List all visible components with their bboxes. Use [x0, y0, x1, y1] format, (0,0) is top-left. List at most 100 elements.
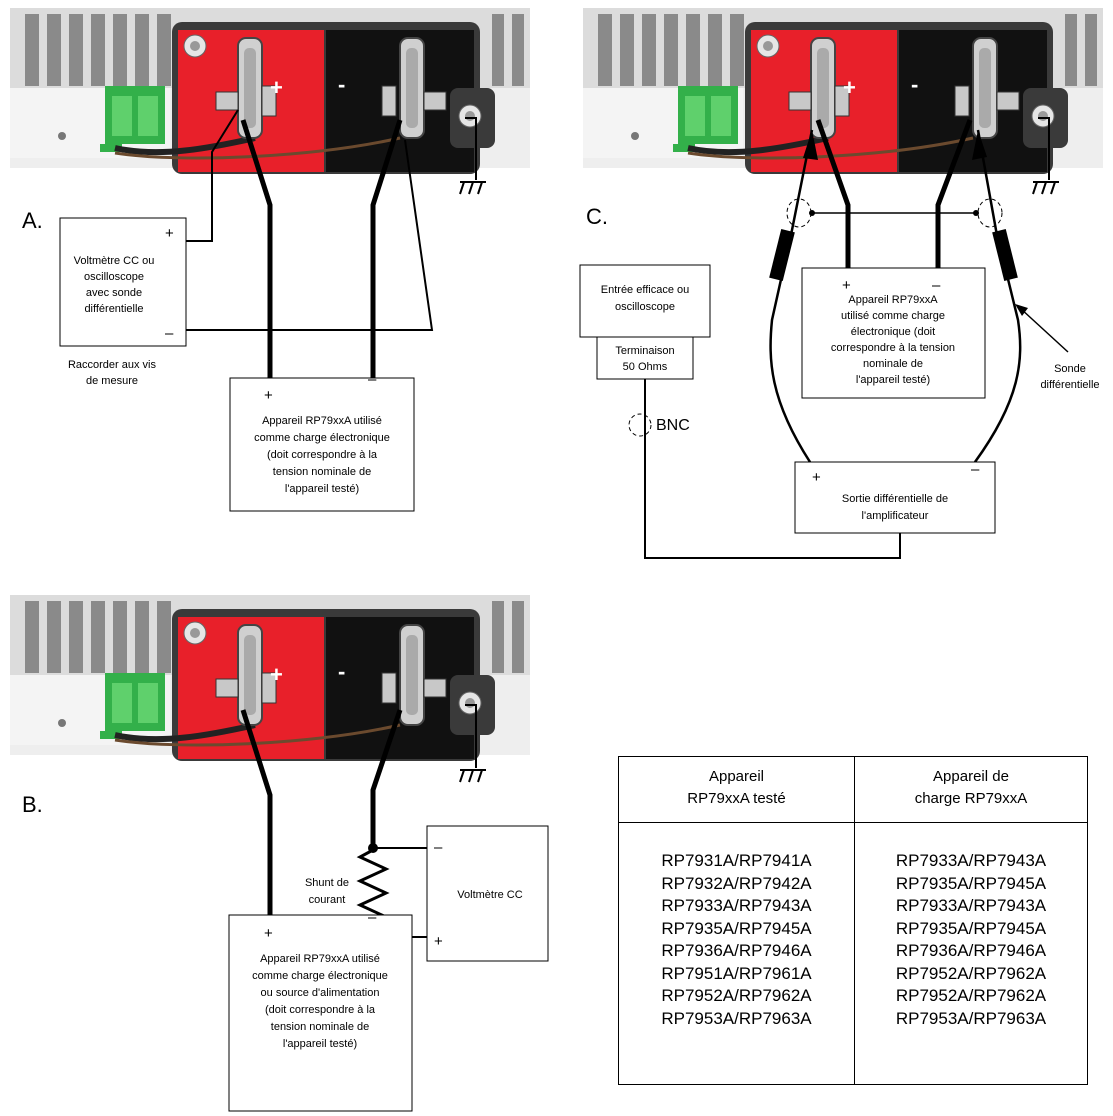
load-minus: –: [368, 909, 377, 926]
load-label-6: l'appareil testé): [856, 374, 930, 386]
minus-terminal-symbol: -: [338, 72, 345, 97]
panel-letter-c: C.: [586, 204, 608, 229]
load-label-2: utilisé comme charge: [841, 310, 945, 322]
probe-body-icon: [992, 229, 1018, 281]
load-wire-minus: [370, 709, 403, 850]
panel-b: + - B. Shunt de courant – + Voltmètre CC…: [10, 595, 549, 1112]
header-line: Appareil de: [933, 768, 1009, 785]
load-wire-minus: [935, 119, 973, 268]
load-label-5: l'appareil testé): [285, 483, 359, 495]
table-cell: RP7935A/RP7945A: [895, 918, 1047, 938]
ground-icon: [459, 769, 487, 783]
table-cell: RP7931A/RP7941A: [661, 851, 812, 870]
table-body-load: RP7933A/RP7943A RP7935A/RP7945A RP7933A/…: [855, 823, 1087, 1030]
amplifier-minus: –: [971, 461, 980, 478]
table-cell: RP7953A/RP7963A: [895, 1008, 1047, 1028]
load-wire-minus: [370, 119, 403, 378]
termination-label-2: 50 Ohms: [623, 361, 668, 373]
load-label-1: Appareil RP79xxA utilisé: [260, 953, 380, 965]
table-column-load: Appareil de charge RP79xxA RP7933A/RP794…: [855, 757, 1087, 1084]
probe-clip-icon: [786, 198, 812, 228]
ground-icon: [459, 181, 487, 195]
panel-letter-b: B.: [22, 792, 43, 817]
plus-terminal-symbol: +: [270, 662, 283, 687]
voltmeter-label: Voltmètre CC: [457, 889, 522, 901]
table-cell: RP7951A/RP7961A: [661, 963, 812, 983]
sense-wire-plus: [186, 109, 239, 242]
panel-c: + - C. Entrée efficace ou oscilloscope T…: [579, 8, 1103, 559]
table-cell: RP7952A/RP7962A: [895, 986, 1047, 1005]
panel-a: + - A. + – Voltmètre CC ou oscilloscope …: [10, 8, 530, 512]
bnc-label: BNC: [656, 417, 690, 434]
load-box: [228, 914, 413, 1112]
termination-label-1: Terminaison: [615, 345, 674, 357]
load-minus: –: [368, 371, 377, 388]
table-cell: RP7935A/RP7945A: [895, 873, 1047, 893]
voltmeter-box: [59, 217, 187, 347]
load-minus: –: [932, 277, 941, 294]
load-plus: +: [264, 387, 273, 404]
load-label-5: tension nominale de: [271, 1021, 369, 1033]
amplifier-label-2: l'amplificateur: [862, 510, 929, 522]
header-line: RP79xxA testé: [687, 790, 786, 807]
probe-label-1: Sonde: [1054, 363, 1086, 375]
table-header-tested: Appareil RP79xxA testé: [619, 757, 854, 823]
load-label-1: Appareil RP79xxA: [848, 294, 938, 306]
load-label-6: l'appareil testé): [283, 1038, 357, 1050]
load-wire-plus: [240, 709, 273, 915]
table-cell: RP7932A/RP7942A: [661, 873, 812, 893]
amplifier-label-1: Sortie différentielle de: [842, 493, 948, 505]
table-cell: RP7953A/RP7963A: [661, 1008, 812, 1028]
scope-label-1: Entrée efficace ou: [601, 284, 689, 296]
scope-label-2: oscilloscope: [615, 301, 675, 313]
bnc-connector-icon: [628, 413, 652, 437]
voltmeter-plus: +: [165, 225, 174, 242]
load-label-3: électronique (doit: [851, 326, 935, 338]
voltmeter-label-1: Voltmètre CC ou: [74, 255, 155, 267]
connect-note-2: de mesure: [86, 375, 138, 387]
compatibility-table: Appareil RP79xxA testé RP7931A/RP7941A R…: [618, 756, 1088, 1085]
load-label-5: nominale de: [863, 358, 923, 370]
minus-terminal-symbol: -: [338, 659, 345, 684]
table-cell: RP7933A/RP7943A: [895, 851, 1047, 870]
header-line: charge RP79xxA: [914, 790, 1028, 807]
voltmeter-box: [426, 825, 549, 962]
amplifier-plus: +: [812, 469, 821, 486]
header-line: Appareil: [708, 768, 765, 785]
probe-label-2: différentielle: [1040, 379, 1099, 391]
load-label-4: tension nominale de: [273, 466, 371, 478]
voltmeter-label-2: oscilloscope: [84, 271, 144, 283]
table-header-load: Appareil de charge RP79xxA: [855, 757, 1087, 823]
plus-terminal-symbol: +: [843, 75, 856, 100]
table-cell: RP7933A/RP7943A: [895, 896, 1047, 915]
termination-box: [596, 336, 694, 380]
load-box: [229, 377, 415, 512]
voltmeter-label-4: différentielle: [84, 303, 143, 315]
load-label-3: (doit correspondre à la: [267, 449, 378, 461]
minus-terminal-symbol: -: [911, 72, 918, 97]
load-wire-plus: [815, 119, 851, 268]
load-label-4: (doit correspondre à la: [265, 1004, 376, 1016]
connect-note-1: Raccorder aux vis: [68, 359, 157, 371]
load-label-2: comme charge électronique: [254, 432, 390, 444]
voltmeter-minus: –: [165, 325, 174, 342]
probe-body-icon: [769, 229, 795, 281]
voltmeter-minus: –: [434, 839, 443, 856]
load-plus: +: [842, 277, 851, 294]
ground-wire: [465, 117, 477, 180]
table-cell: RP7933A/RP7943A: [661, 896, 812, 915]
load-plus: +: [264, 925, 273, 942]
ground-wire: [1038, 117, 1050, 180]
load-label-4: correspondre à la tension: [831, 342, 955, 354]
panel-letter-a: A.: [22, 208, 43, 233]
scope-box: [579, 264, 711, 338]
table-cell: RP7935A/RP7945A: [661, 918, 812, 938]
load-label-2: comme charge électronique: [252, 970, 388, 982]
load-box: [801, 267, 986, 399]
plus-terminal-symbol: +: [270, 75, 283, 100]
ground-wire: [465, 704, 477, 768]
load-label-3: ou source d'alimentation: [261, 987, 380, 999]
bnc-cable: [644, 379, 901, 559]
table-cell: RP7952A/RP7962A: [895, 963, 1047, 983]
load-label-1: Appareil RP79xxA utilisé: [262, 415, 382, 427]
